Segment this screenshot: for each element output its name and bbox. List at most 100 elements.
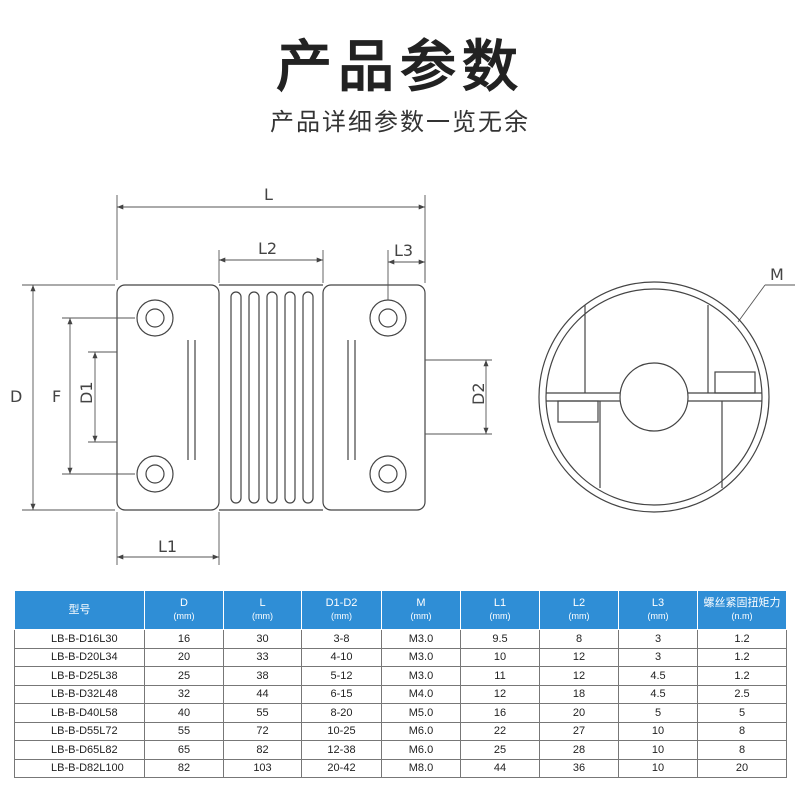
cell-model: LB-B-D20L34	[14, 647, 145, 667]
header-D: D(mm)	[144, 590, 224, 630]
dimension-lines	[22, 195, 795, 565]
table-cell: M3.0	[381, 666, 461, 686]
table-cell: 10-25	[301, 721, 382, 741]
table-header-row: 型号 D(mm) L(mm) D1-D2(mm) M(mm) L1(mm) L2…	[14, 590, 787, 630]
table-cell: 36	[539, 758, 619, 778]
page-title: 产品参数	[276, 35, 524, 100]
table-cell: M6.0	[381, 740, 461, 760]
side-view	[116, 284, 426, 511]
table-cell: 82	[223, 740, 302, 760]
table-cell: 10	[618, 740, 698, 760]
cell-model: LB-B-D65L82	[14, 740, 145, 760]
label-L: L	[264, 185, 273, 204]
table-cell: 55	[144, 721, 224, 741]
label-F: F	[52, 387, 61, 406]
table-cell: M3.0	[381, 629, 461, 649]
table-cell: 1.2	[697, 629, 787, 649]
table-cell: 3-8	[301, 629, 382, 649]
cell-model: LB-B-D40L58	[14, 703, 145, 723]
header-L: L(mm)	[223, 590, 302, 630]
table-cell: 1.2	[697, 647, 787, 667]
table-cell: 65	[144, 740, 224, 760]
table-cell: 5-12	[301, 666, 382, 686]
table-cell: 103	[223, 758, 302, 778]
cell-model: LB-B-D55L72	[14, 721, 145, 741]
table-cell: 40	[144, 703, 224, 723]
table-cell: 20	[144, 647, 224, 667]
table-cell: 20-42	[301, 758, 382, 778]
table-cell: 4-10	[301, 647, 382, 667]
table-cell: 5	[697, 703, 787, 723]
header-L3: L3(mm)	[618, 590, 698, 630]
header-L2: L2(mm)	[539, 590, 619, 630]
table-cell: 22	[460, 721, 540, 741]
table-cell: 9.5	[460, 629, 540, 649]
label-D1: D1	[77, 382, 96, 405]
table-cell: 8-20	[301, 703, 382, 723]
table-cell: 82	[144, 758, 224, 778]
header-L1: L1(mm)	[460, 590, 540, 630]
table-cell: 25	[460, 740, 540, 760]
table-cell: 3	[618, 647, 698, 667]
cell-model: LB-B-D82L100	[14, 758, 145, 778]
header-D1-D2: D1-D2(mm)	[301, 590, 382, 630]
table-cell: 12	[460, 684, 540, 704]
header-model: 型号	[14, 590, 145, 630]
table-cell: 55	[223, 703, 302, 723]
table-cell: 20	[539, 703, 619, 723]
table-cell: 38	[223, 666, 302, 686]
cell-model: LB-B-D32L48	[14, 684, 145, 704]
table-cell: 72	[223, 721, 302, 741]
spec-table: 型号 D(mm) L(mm) D1-D2(mm) M(mm) L1(mm) L2…	[14, 590, 787, 778]
table-cell: 32	[144, 684, 224, 704]
table-cell: 33	[223, 647, 302, 667]
table-cell: M6.0	[381, 721, 461, 741]
table-cell: 2.5	[697, 684, 787, 704]
page-subtitle: 产品详细参数一览无余	[270, 108, 530, 136]
label-L1: L1	[158, 537, 177, 556]
table-cell: 27	[539, 721, 619, 741]
table-cell: 10	[618, 758, 698, 778]
table-cell: 5	[618, 703, 698, 723]
table-cell: 8	[697, 740, 787, 760]
table-cell: M4.0	[381, 684, 461, 704]
table-cell: 44	[460, 758, 540, 778]
table-cell: 1.2	[697, 666, 787, 686]
table-cell: 11	[460, 666, 540, 686]
cell-model: LB-B-D16L30	[14, 629, 145, 649]
table-cell: 6-15	[301, 684, 382, 704]
technical-drawing: L L2 L3 D F D1 D2 L1 M	[10, 185, 795, 565]
table-cell: M5.0	[381, 703, 461, 723]
table-cell: 18	[539, 684, 619, 704]
table-cell: 12-38	[301, 740, 382, 760]
table-cell: 28	[539, 740, 619, 760]
table-cell: 4.5	[618, 666, 698, 686]
table-cell: 12	[539, 647, 619, 667]
header-torque: 螺丝紧固扭矩力(n.m)	[697, 590, 787, 630]
table-cell: 12	[539, 666, 619, 686]
table-cell: 10	[460, 647, 540, 667]
table-cell: 44	[223, 684, 302, 704]
label-D2: D2	[469, 383, 488, 406]
end-view	[538, 281, 770, 513]
table-cell: 3	[618, 629, 698, 649]
table-cell: M3.0	[381, 647, 461, 667]
table-cell: 8	[539, 629, 619, 649]
table-cell: M8.0	[381, 758, 461, 778]
table-cell: 25	[144, 666, 224, 686]
table-cell: 8	[697, 721, 787, 741]
table-cell: 16	[144, 629, 224, 649]
table-cell: 10	[618, 721, 698, 741]
table-cell: 20	[697, 758, 787, 778]
header-M: M(mm)	[381, 590, 461, 630]
label-M: M	[770, 265, 784, 284]
cell-model: LB-B-D25L38	[14, 666, 145, 686]
